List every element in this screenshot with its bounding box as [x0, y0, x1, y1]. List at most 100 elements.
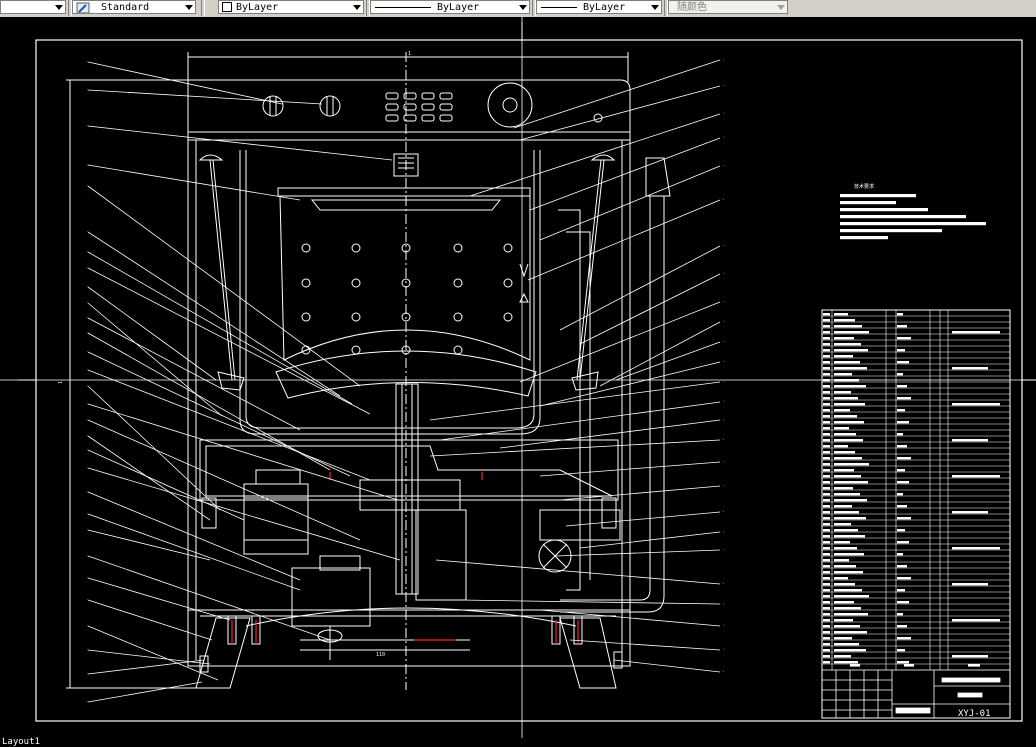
bom-cell — [834, 649, 866, 652]
part-balloon: · — [722, 197, 724, 202]
bom-cell — [834, 475, 861, 478]
part-balloon: · — [722, 529, 724, 534]
color-combo[interactable]: ByLayer — [218, 0, 364, 14]
bom-cell — [897, 529, 905, 532]
bom-cell — [834, 403, 865, 406]
prev-combo[interactable] — [0, 0, 66, 14]
bom-cell — [823, 481, 830, 484]
bom-cell — [834, 349, 868, 352]
part-balloon: · — [722, 669, 724, 674]
bom-cell — [952, 403, 1000, 406]
part-balloon: · — [722, 111, 724, 116]
chevron-down-icon — [185, 5, 193, 10]
bom-cell — [834, 397, 858, 400]
bom-cell — [834, 427, 849, 430]
bom-cell — [834, 373, 852, 376]
lineweight-combo[interactable]: ByLayer — [536, 0, 662, 14]
bom-cell — [823, 523, 830, 526]
textstyle-combo[interactable]: Standard — [72, 0, 196, 14]
part-balloon: · — [86, 330, 88, 335]
leader-line — [519, 85, 721, 141]
bom-cell — [823, 403, 830, 406]
layer-color-swatch-icon — [222, 2, 232, 12]
bom-cell — [823, 427, 830, 430]
bom-cell — [897, 601, 909, 604]
leader-line — [539, 165, 721, 241]
bom-cell — [834, 493, 860, 496]
bom-cell — [823, 493, 830, 496]
leader-line — [569, 639, 721, 651]
leader-line — [87, 577, 231, 621]
bom-cell — [897, 313, 903, 316]
leader-line — [579, 273, 721, 345]
bom-cell — [834, 343, 861, 346]
leader-line — [87, 403, 399, 501]
part-balloon: · — [86, 383, 88, 388]
textstyle-icon — [76, 2, 90, 13]
bom-cell — [834, 559, 849, 562]
part-balloon: · — [86, 489, 88, 494]
note-line — [840, 236, 888, 240]
bom-cell — [834, 589, 862, 592]
parts-list — [821, 309, 1011, 719]
bom-cell — [823, 553, 830, 556]
part-balloon: · — [722, 399, 724, 404]
bom-cell — [834, 361, 860, 364]
part-balloon: · — [722, 601, 724, 606]
part-balloon: · — [86, 417, 88, 422]
leader-line — [87, 61, 283, 105]
leader-line — [87, 513, 301, 591]
drawing-canvas[interactable]: 1 1 110 ································… — [0, 17, 1036, 738]
leader-line — [613, 659, 721, 673]
bom-cell — [823, 559, 830, 562]
part-balloon: · — [86, 300, 88, 305]
dim-base: 110 — [376, 652, 385, 658]
part-balloon: · — [86, 433, 88, 438]
part-balloon: · — [722, 417, 724, 422]
bom-cell — [952, 619, 1000, 622]
bom-cell — [834, 511, 859, 514]
bom-cell — [823, 535, 830, 538]
leader-line — [615, 341, 721, 381]
leader-line — [519, 301, 721, 383]
leader-line — [87, 125, 393, 161]
layout-tab[interactable]: Layout1 — [2, 737, 40, 747]
bom-cell — [823, 565, 830, 568]
bom-cell — [834, 445, 848, 448]
bom-cell — [823, 583, 830, 586]
bom-cell — [823, 439, 830, 442]
leader-line — [459, 599, 721, 605]
bom-cell — [823, 463, 830, 466]
linetype-combo[interactable]: ByLayer — [370, 0, 530, 14]
bom-cell — [823, 361, 830, 364]
leader-line — [87, 599, 213, 641]
bom-cell — [834, 367, 867, 370]
chevron-down-icon — [777, 5, 785, 10]
bom-cell — [823, 619, 830, 622]
bom-cell — [823, 661, 830, 664]
bom-cell — [834, 535, 865, 538]
leader-line — [87, 185, 361, 387]
leader-line — [599, 321, 721, 387]
bom-cell — [823, 601, 830, 604]
technical-notes: 技术要求 — [840, 183, 986, 240]
chevron-down-icon — [651, 5, 659, 10]
part-balloon: · — [86, 647, 88, 652]
leader-line — [87, 491, 301, 581]
part-balloon: · — [722, 339, 724, 344]
part-balloon: · — [86, 87, 88, 92]
linetype-preview — [375, 6, 431, 8]
part-balloon: · — [86, 575, 88, 580]
bom-cell — [897, 661, 909, 664]
bom-cell — [823, 349, 830, 352]
bom-cell — [897, 589, 905, 592]
bom-cell — [834, 523, 851, 526]
bom-cell — [834, 319, 855, 322]
bom-cell — [823, 487, 830, 490]
part-balloon: · — [86, 447, 88, 452]
drawing-number: XYJ-01 — [958, 709, 991, 719]
bom-cell — [823, 409, 830, 412]
leader-line — [87, 302, 223, 417]
bom-cell — [897, 553, 903, 556]
part-balloon: · — [722, 135, 724, 140]
